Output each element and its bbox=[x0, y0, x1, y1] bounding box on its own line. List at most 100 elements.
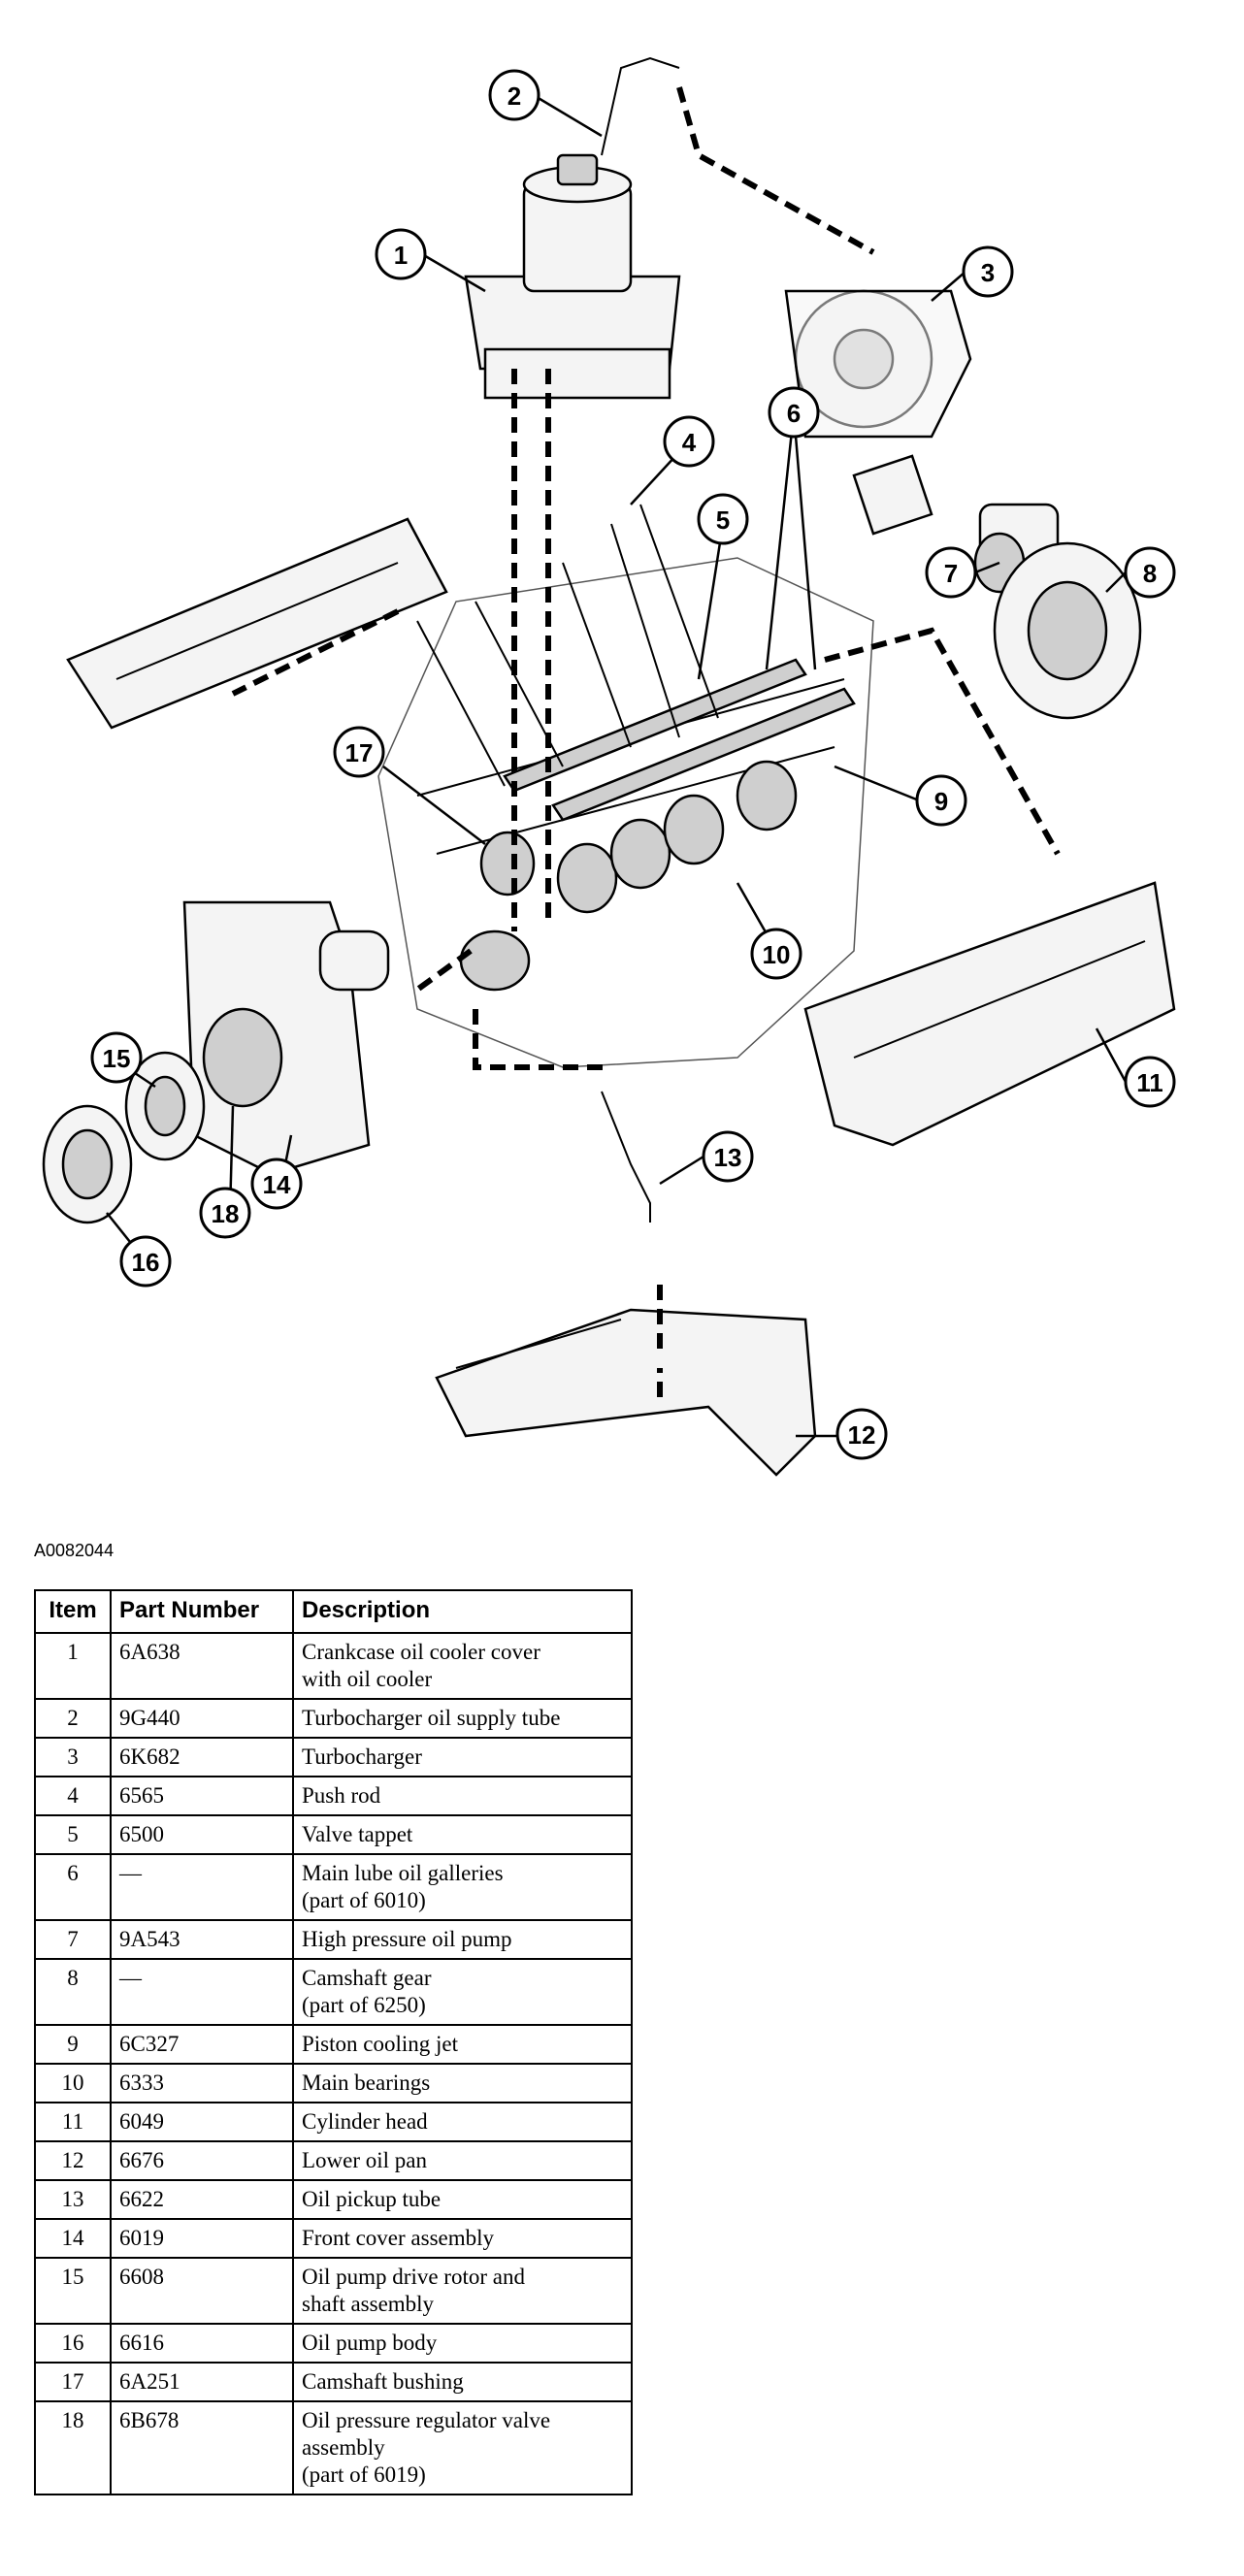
cell-part-number: 6500 bbox=[110, 1814, 294, 1855]
callout-1: 1 bbox=[375, 228, 427, 280]
turbo-oil-supply-tube bbox=[601, 56, 680, 156]
cell-part-number: — bbox=[110, 1853, 294, 1921]
callout-4: 4 bbox=[663, 415, 715, 468]
cell-item: 2 bbox=[34, 1698, 112, 1739]
cell-item: 14 bbox=[34, 2218, 112, 2259]
cell-description: Camshaft gear (part of 6250) bbox=[292, 1958, 633, 2026]
header-description: Description bbox=[292, 1589, 633, 1634]
svg-text:10: 10 bbox=[763, 940, 791, 969]
callout-8: 8 bbox=[1124, 546, 1176, 599]
cell-item: 1 bbox=[34, 1632, 112, 1700]
cell-part-number: 6C327 bbox=[110, 2024, 294, 2065]
cell-description: Turbocharger bbox=[292, 1737, 633, 1777]
oil-pump-body bbox=[42, 1104, 133, 1224]
intake-manifold bbox=[66, 517, 448, 730]
crankcase-oil-cooler bbox=[464, 153, 681, 400]
cell-item: 10 bbox=[34, 2063, 112, 2103]
cell-item: 13 bbox=[34, 2179, 112, 2220]
callout-5: 5 bbox=[697, 493, 749, 545]
cell-item: 11 bbox=[34, 2102, 112, 2142]
front-cover-assembly bbox=[182, 900, 390, 1176]
cell-part-number: 6333 bbox=[110, 2063, 294, 2103]
svg-text:11: 11 bbox=[1136, 1068, 1163, 1097]
cell-item: 18 bbox=[34, 2400, 112, 2495]
cell-description: Valve tappet bbox=[292, 1814, 633, 1855]
cell-description: Piston cooling jet bbox=[292, 2024, 633, 2065]
svg-text:9: 9 bbox=[934, 787, 948, 816]
callout-2: 2 bbox=[488, 69, 540, 121]
header-part-number: Part Number bbox=[110, 1589, 294, 1634]
cell-part-number: 6049 bbox=[110, 2102, 294, 2142]
svg-text:14: 14 bbox=[263, 1170, 291, 1199]
cell-item: 16 bbox=[34, 2323, 112, 2364]
cell-item: 3 bbox=[34, 1737, 112, 1777]
svg-text:16: 16 bbox=[132, 1248, 160, 1277]
cell-description: Push rod bbox=[292, 1776, 633, 1816]
cell-part-number: 9A543 bbox=[110, 1919, 294, 1960]
turbocharger bbox=[784, 289, 972, 536]
cell-description: Main bearings bbox=[292, 2063, 633, 2103]
cell-description: Oil pickup tube bbox=[292, 2179, 633, 2220]
cell-description: Cylinder head bbox=[292, 2102, 633, 2142]
cell-item: 7 bbox=[34, 1919, 112, 1960]
cell-description: Turbocharger oil supply tube bbox=[292, 1698, 633, 1739]
callout-10: 10 bbox=[750, 928, 802, 980]
cell-description: Oil pump drive rotor and shaft assembly bbox=[292, 2257, 633, 2325]
svg-text:7: 7 bbox=[944, 559, 958, 588]
cell-part-number: — bbox=[110, 1958, 294, 2026]
cell-item: 4 bbox=[34, 1776, 112, 1816]
svg-text:5: 5 bbox=[716, 505, 730, 535]
table-row: 6—Main lube oil galleries (part of 6010) bbox=[34, 1853, 633, 1921]
callout-9: 9 bbox=[915, 774, 967, 827]
cell-item: 5 bbox=[34, 1814, 112, 1855]
svg-text:3: 3 bbox=[981, 258, 995, 287]
callout-7: 7 bbox=[925, 546, 977, 599]
callout-18: 18 bbox=[199, 1187, 251, 1239]
cell-part-number: 6A638 bbox=[110, 1632, 294, 1700]
camshaft-gear bbox=[993, 541, 1142, 720]
oil-flow-paths bbox=[231, 86, 1061, 1397]
callout-13: 13 bbox=[702, 1130, 754, 1183]
cell-part-number: 6A251 bbox=[110, 2362, 294, 2402]
cell-part-number: 9G440 bbox=[110, 1698, 294, 1739]
push-rods bbox=[416, 504, 719, 787]
oil-flow-diagram: 1 2 3 4 5 6 7 8 9 10 11 12 13 14 15 16 1… bbox=[42, 56, 1176, 1477]
cell-description: Oil pump body bbox=[292, 2323, 633, 2364]
callout-17: 17 bbox=[333, 726, 385, 778]
cell-item: 12 bbox=[34, 2140, 112, 2181]
cell-item: 17 bbox=[34, 2362, 112, 2402]
oil-pickup-tube bbox=[601, 1091, 651, 1223]
table-row: 8—Camshaft gear (part of 6250) bbox=[34, 1958, 633, 2026]
cell-part-number: 6B678 bbox=[110, 2400, 294, 2495]
cell-description: Lower oil pan bbox=[292, 2140, 633, 2181]
figure-id: A0082044 bbox=[34, 1541, 115, 1560]
svg-text:8: 8 bbox=[1143, 559, 1157, 588]
svg-text:17: 17 bbox=[345, 738, 374, 767]
callout-11: 11 bbox=[1124, 1056, 1176, 1108]
cell-item: 15 bbox=[34, 2257, 112, 2325]
cell-part-number: 6K682 bbox=[110, 1737, 294, 1777]
callout-16: 16 bbox=[119, 1235, 172, 1288]
svg-text:12: 12 bbox=[848, 1420, 876, 1450]
callout-12: 12 bbox=[835, 1408, 888, 1460]
cell-description: Front cover assembly bbox=[292, 2218, 633, 2259]
cell-part-number: 6622 bbox=[110, 2179, 294, 2220]
cell-description: High pressure oil pump bbox=[292, 1919, 633, 1960]
svg-text:2: 2 bbox=[507, 82, 521, 111]
cell-part-number: 6616 bbox=[110, 2323, 294, 2364]
svg-text:18: 18 bbox=[212, 1199, 240, 1228]
cell-description: Oil pressure regulator valve assembly (p… bbox=[292, 2400, 633, 2495]
